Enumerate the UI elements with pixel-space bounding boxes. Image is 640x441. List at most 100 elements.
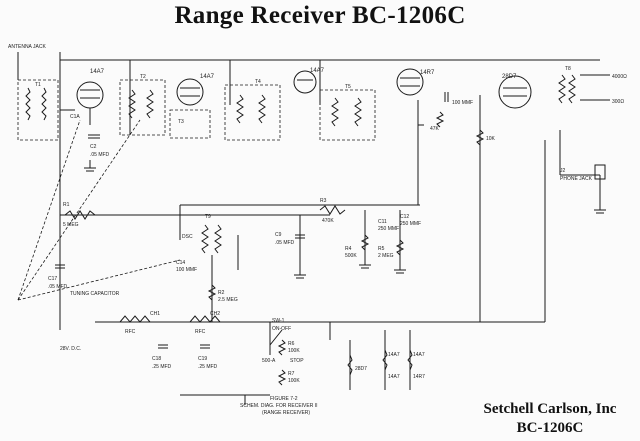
svg-text:250 MMF: 250 MMF	[378, 226, 399, 232]
cap-c19: C19 .25 MFD	[198, 344, 218, 370]
svg-text:5 MEG: 5 MEG	[63, 222, 79, 228]
res-r3: R3 470K	[319, 198, 346, 224]
svg-text:250 MMF: 250 MMF	[400, 221, 421, 227]
cap-c14: C14 100 MMF	[176, 260, 197, 273]
tube-v2-label: 14A7	[200, 74, 215, 80]
tube-v3: 14A7	[293, 68, 325, 94]
transformer-t9: T9 DSC	[182, 214, 222, 254]
svg-text:500-A: 500-A	[262, 358, 276, 364]
res-r4: R4 500K	[345, 234, 370, 259]
svg-text:10K: 10K	[486, 136, 496, 142]
svg-text:14A7: 14A7	[413, 352, 425, 358]
svg-text:T8: T8	[565, 66, 571, 72]
cap-c9: C9 .05 MFD	[275, 232, 305, 246]
svg-text:47K: 47K	[430, 126, 440, 132]
maker-block: Setchell Carlson, Inc BC-1206C	[470, 400, 630, 438]
cap-c2: C2 .05 MFD	[88, 134, 110, 158]
transformer-t5: T5	[319, 84, 376, 141]
svg-text:470K: 470K	[322, 218, 334, 224]
phone-jack: J2 PHONE JACK	[560, 164, 606, 182]
svg-text:14R7: 14R7	[413, 374, 425, 380]
cap-c10: 100 MMF	[444, 92, 473, 106]
figure-number: FIGURE 7-2	[270, 396, 298, 402]
transformer-t2: T2	[119, 74, 166, 136]
svg-text:ON-OFF: ON-OFF	[272, 326, 291, 332]
diagram-title: Range Receiver BC-1206C	[174, 2, 466, 29]
svg-text:R4: R4	[345, 246, 352, 252]
svg-text:CH1: CH1	[150, 311, 160, 317]
supply-label: 28V. D.C.	[60, 346, 81, 352]
svg-text:100 MMF: 100 MMF	[452, 100, 473, 106]
tube-v1: 14A7	[76, 69, 105, 125]
res-r9: 10K	[475, 129, 496, 146]
svg-text:SW-1: SW-1	[272, 318, 285, 324]
res-r1: R1 5 MEG	[63, 202, 96, 228]
svg-text:T9: T9	[205, 214, 211, 220]
ground-symbol-3	[294, 270, 306, 279]
t1-label: T1	[35, 82, 41, 88]
tube-v1-label: 14A7	[90, 69, 105, 75]
svg-text:R7: R7	[288, 371, 295, 377]
svg-text:DSC: DSC	[182, 234, 193, 240]
cap-c11: C11 250 MMF	[378, 219, 399, 232]
ground-symbol-5	[359, 260, 371, 269]
figure-title: SCHEM. DIAG. FOR RECEIVER II	[240, 403, 318, 409]
svg-text:2.5 MEG: 2.5 MEG	[218, 297, 238, 303]
antenna-input-section: ANTENNA JACK T1	[8, 44, 59, 141]
res-r2: R2 2.5 MEG	[207, 284, 238, 303]
svg-text:100 MMF: 100 MMF	[176, 267, 197, 273]
svg-text:C9: C9	[275, 232, 282, 238]
svg-text:C18: C18	[152, 356, 161, 362]
svg-text:C14: C14	[176, 260, 185, 266]
svg-text:500K: 500K	[345, 253, 357, 259]
svg-text:C12: C12	[400, 214, 409, 220]
svg-text:100K: 100K	[288, 348, 300, 354]
ground-symbol-2	[594, 205, 606, 214]
svg-text:T4: T4	[255, 79, 261, 85]
res-r7: R7 100K	[277, 369, 300, 386]
choke-ch2: CH2 RFC	[189, 311, 221, 335]
svg-text:STOP: STOP	[290, 358, 304, 364]
heater-string: 28D7 14A7 14A7 14A7 14R7	[347, 330, 425, 390]
svg-text:R1: R1	[63, 202, 70, 208]
maker-company: Setchell Carlson, Inc	[483, 401, 617, 417]
tube-v2: 14A7	[176, 74, 215, 106]
output-transformer-t8: T8 4000Ω 300Ω	[558, 66, 627, 105]
supply-input: 28V. D.C.	[60, 346, 81, 352]
cap-c18: C18 .25 MFD	[152, 344, 172, 370]
svg-text:2 MEG: 2 MEG	[378, 253, 394, 259]
ground-symbols	[84, 124, 606, 322]
figure-caption: FIGURE 7-2 SCHEM. DIAG. FOR RECEIVER II …	[240, 396, 318, 416]
tube-v5-label: 28D7	[502, 74, 517, 80]
transformer-t3: T3	[169, 109, 211, 139]
cap-c17: C17 .05 MFD	[48, 264, 68, 290]
svg-text:T2: T2	[140, 74, 146, 80]
switch-sw1: SW-1 ON-OFF	[269, 318, 291, 346]
svg-text:CH2: CH2	[210, 311, 220, 317]
tube-v3-label: 14A7	[310, 68, 325, 74]
figure-subtitle: (RANGE RECEIVER)	[262, 410, 310, 416]
res-r8: 47K	[430, 111, 445, 132]
svg-text:T3: T3	[178, 119, 184, 125]
svg-text:C11: C11	[378, 219, 387, 225]
svg-text:.25 MFD: .25 MFD	[152, 364, 172, 370]
svg-text:T5: T5	[345, 84, 351, 90]
svg-text:RFC: RFC	[125, 329, 136, 335]
svg-text:J2: J2	[560, 168, 566, 174]
ground-symbol-6	[394, 265, 406, 274]
svg-text:100K: 100K	[288, 378, 300, 384]
out-300-label: 300Ω	[612, 99, 624, 105]
svg-text:C17: C17	[48, 276, 57, 282]
res-r5: R5 2 MEG	[378, 239, 405, 259]
tube-v4: 14R7	[396, 68, 435, 96]
svg-text:C19: C19	[198, 356, 207, 362]
cap-c12: C12 250 MMF	[400, 214, 421, 227]
svg-text:R3: R3	[320, 198, 327, 204]
svg-text:28D7: 28D7	[355, 366, 367, 372]
wiring	[59, 52, 610, 405]
svg-text:.05 MFD: .05 MFD	[275, 240, 295, 246]
antenna-jack-label: ANTENNA JACK	[8, 44, 46, 50]
svg-text:C1A: C1A	[70, 114, 80, 120]
res-r6: R6 100K	[277, 339, 300, 356]
